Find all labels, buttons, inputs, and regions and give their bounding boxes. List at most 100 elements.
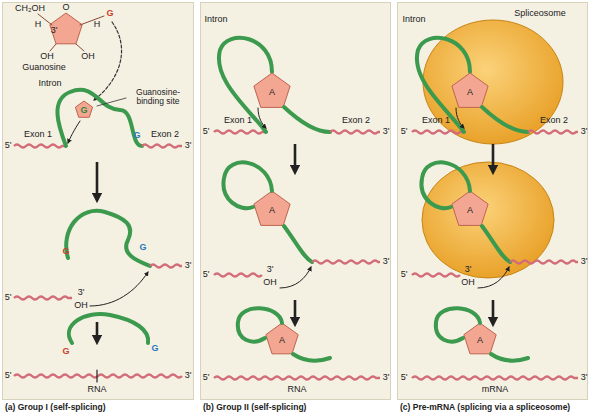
diagram-label: 3' [581, 373, 588, 382]
diagram-label: 3' [267, 265, 274, 274]
diagram-label: G [139, 243, 146, 252]
exon-strand [412, 377, 578, 380]
diagram-label: Exon 1 [224, 116, 252, 125]
diagram-label: 3' [185, 371, 192, 380]
stroke [280, 267, 311, 288]
diagram-label: Exon 2 [540, 116, 568, 125]
ribose-ring [254, 191, 290, 225]
diagram-label: A [467, 88, 473, 97]
diagram-label: A [467, 206, 473, 215]
stroke [90, 272, 148, 306]
stroke [68, 121, 80, 143]
diagram-label: G [151, 344, 158, 353]
panel-box: (a) Group I (self-splicing) [2, 2, 194, 400]
guanosine-ring [50, 13, 82, 44]
step-arrow [294, 300, 297, 322]
stroke [284, 226, 312, 262]
stroke [96, 370, 97, 382]
diagram-label: RNA [87, 385, 106, 394]
stroke [66, 211, 150, 266]
diagram-label: H [35, 20, 42, 29]
diagram-label: Intron [402, 15, 425, 24]
step-arrow [96, 162, 99, 198]
diagram-label: Exon 1 [24, 130, 52, 139]
stroke [293, 354, 330, 361]
diagram-label: 3' [581, 257, 588, 266]
diagram-label: 5' [401, 127, 408, 136]
diagram-label: OH [81, 52, 95, 61]
ribose-ring [464, 323, 496, 354]
stroke [284, 107, 330, 132]
panel-caption: (a) Group I (self-splicing) [5, 402, 106, 412]
diagram-label: OH [263, 278, 277, 287]
ribose-ring [452, 191, 488, 225]
exon-strand [14, 145, 66, 148]
diagram-label: Guanosine [22, 63, 66, 72]
diagram-label: 3' [581, 127, 588, 136]
step-arrow [96, 322, 99, 340]
diagram-label: 3' [383, 127, 390, 136]
stroke [258, 108, 266, 128]
diagram-label: A [269, 88, 275, 97]
guanosine-in-site [75, 101, 92, 117]
stroke [94, 22, 122, 100]
exon-strand [214, 131, 266, 134]
diagram-label: 5' [5, 293, 12, 302]
exon-strand [412, 274, 460, 277]
stroke [76, 44, 84, 51]
ribose-ring [452, 73, 488, 107]
diagram-label: 3' [185, 141, 192, 150]
diagram-label: 3' [185, 261, 192, 270]
diagram-label: mRNA [482, 385, 509, 394]
diagram-label: G [106, 9, 113, 18]
diagram-label: 3' [78, 288, 85, 297]
diagram-label: H [94, 20, 101, 29]
diagram-label: Exon 2 [342, 116, 370, 125]
diagram-label: 3' [465, 265, 472, 274]
stroke [482, 226, 510, 262]
stroke [421, 162, 470, 208]
exon-strand [150, 265, 182, 268]
diagram-label: Exon 1 [422, 116, 450, 125]
stroke [482, 107, 528, 132]
stroke [478, 267, 509, 288]
stroke [80, 16, 104, 25]
ribose-ring [266, 323, 298, 354]
diagram-label: G [62, 347, 69, 356]
diagram-label: OH [74, 301, 88, 310]
stroke [69, 314, 148, 343]
stroke [57, 90, 142, 146]
diagram-label: Guanosine-binding site [129, 88, 187, 106]
exon-strand [214, 274, 262, 277]
diagram-label: A [279, 336, 285, 345]
step-arrow [492, 144, 495, 170]
diagram-label: A [477, 336, 483, 345]
step-arrow [294, 144, 297, 170]
diagram-label: 5' [203, 373, 210, 382]
ribose-ring [254, 73, 290, 107]
exon-strand [528, 131, 578, 134]
diagram-label: 5' [5, 371, 12, 380]
diagram-label: 5' [401, 270, 408, 279]
diagram-label: Spliceosome [514, 9, 566, 18]
diagram-label: 5' [5, 141, 12, 150]
diagram-label: 3' [383, 373, 390, 382]
diagram-label: OH [40, 52, 54, 61]
diagram-label: 3' [51, 26, 58, 35]
step-arrow [492, 300, 495, 322]
diagram-label: G [133, 131, 140, 140]
diagram-label: 5' [203, 127, 210, 136]
exon-strand [14, 297, 72, 300]
exon-strand [142, 145, 182, 148]
exon-strand [330, 131, 380, 134]
stroke [97, 98, 126, 106]
stroke [436, 308, 480, 341]
diagram-label: RNA [287, 385, 306, 394]
panel-caption: (b) Group II (self-splicing) [203, 402, 306, 412]
panel-caption: (c) Pre-mRNA (splicing via a spliceosome… [400, 402, 570, 412]
diagram-label: Exon 2 [151, 130, 179, 139]
exon-strand [214, 377, 380, 380]
stroke [491, 354, 528, 361]
diagram-label: Intron [204, 15, 227, 24]
